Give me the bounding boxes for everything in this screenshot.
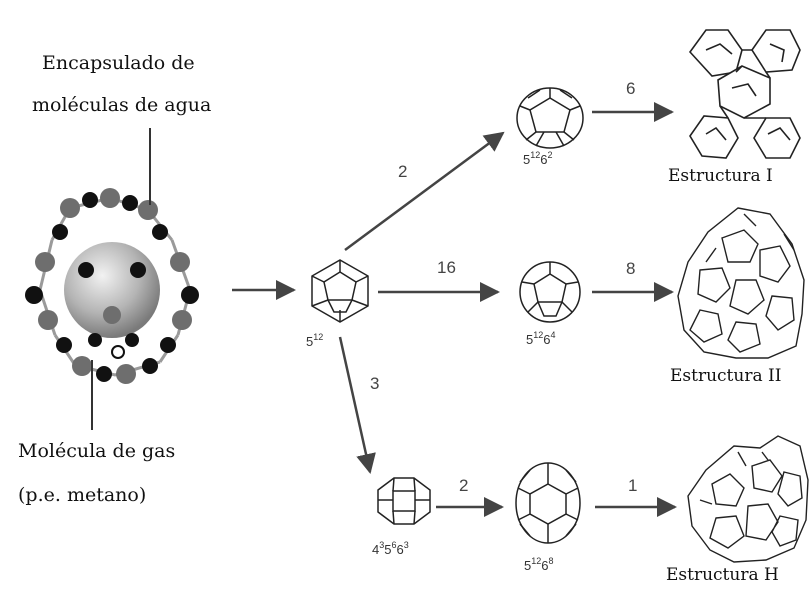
cage-51264-label: 51264 [526,330,556,347]
water-encapsulation-label-line2: moléculas de agua [32,94,212,116]
water-molecules [25,188,199,384]
cage-435663-label: 435663 [372,540,409,557]
structure-h-label: Estructura H [666,565,779,585]
cage-51262-label: 51262 [523,150,553,167]
water-encapsulation-label-line1: Encapsulado de [42,52,195,74]
hydrate-cage-illustration [25,188,199,384]
cage-51264-icon [519,261,581,323]
cage-512-label: 512 [306,332,324,349]
cage-51268-label: 51268 [524,556,554,573]
arrow-512-to-51262 [344,131,505,252]
gas-molecule-label-line2: (p.e. metano) [18,484,147,506]
count-to-435663: 3 [370,374,380,393]
structure-2-label: Estructura II [670,366,782,386]
arrow-512-to-435663 [338,336,376,474]
structure-h-illustration [687,435,809,563]
structure-2-illustration [677,207,805,359]
structure-1-label: Estructura I [668,166,773,186]
count-h-mid: 2 [459,476,469,495]
arrows [232,102,677,517]
cage-435663-icon [377,477,431,525]
gas-molecule-label-line1: Molécula de gas [18,440,176,462]
count-h: 1 [628,476,638,495]
count-to-51264: 16 [437,258,456,277]
structure-1-illustration [688,29,801,159]
count-s1: 6 [626,79,636,98]
cage-512-icon [311,259,369,323]
cage-51268-icon [515,462,581,544]
count-to-51262: 2 [398,162,408,181]
cage-51262-icon [516,87,584,149]
count-s2: 8 [626,259,636,278]
